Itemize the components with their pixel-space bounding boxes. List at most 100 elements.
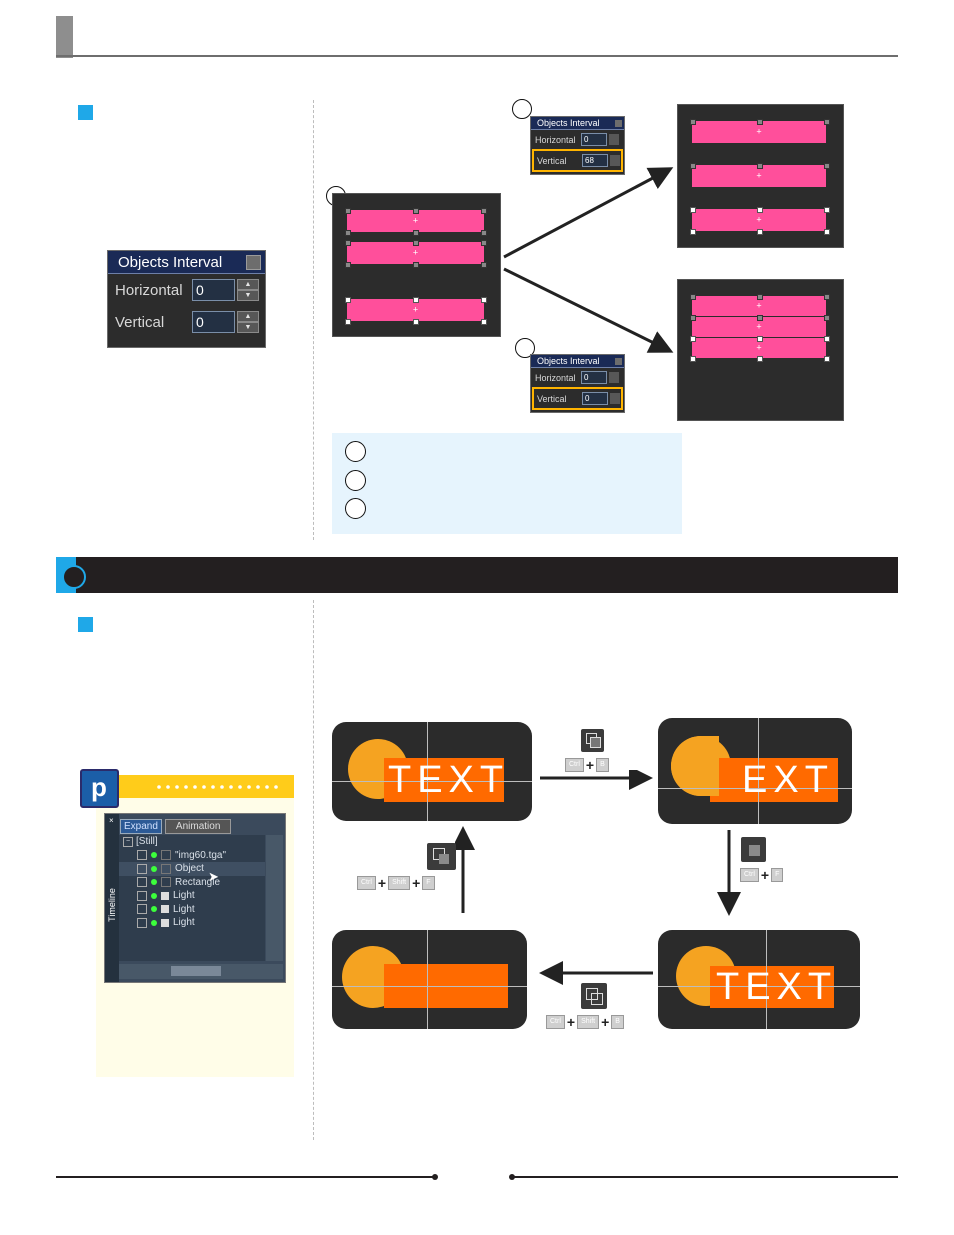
tree-row[interactable]: Object (119, 862, 265, 876)
spin-down-icon[interactable]: ▼ (237, 322, 259, 333)
horizontal-input[interactable]: 0 (581, 371, 607, 384)
spin-up-icon[interactable]: ▲ (237, 279, 259, 290)
tip-dots (157, 785, 278, 789)
visible-icon[interactable] (151, 919, 157, 926)
tree-row[interactable]: Light (119, 916, 265, 930)
tree-row[interactable]: Rectangle (119, 876, 265, 890)
close-icon[interactable]: × (109, 816, 114, 825)
spin-down-icon[interactable]: ▼ (237, 290, 259, 301)
spin-up-icon[interactable]: ▲ (237, 311, 259, 322)
dialog-collapse-button[interactable] (615, 357, 622, 365)
bring-forward-icon (581, 729, 604, 752)
visible-icon[interactable] (151, 852, 157, 859)
objects-interval-dialog: Objects Interval Horizontal 0 ▲ ▼ Vertic… (107, 250, 266, 348)
step-circle-3 (345, 498, 366, 519)
lock-icon[interactable] (161, 918, 169, 927)
horizontal-label: Horizontal (535, 372, 576, 383)
step-circle-1 (345, 441, 366, 462)
thumb-text: EXT (742, 759, 834, 801)
section-marker-square (78, 105, 93, 120)
orange-rect (384, 758, 504, 802)
app-logo-icon: p (80, 769, 119, 808)
vertical-input[interactable]: 0 (582, 392, 608, 405)
key: Ctrl (357, 876, 376, 890)
shortcut-bottom: Ctrl + Shift + B (546, 1015, 624, 1029)
visible-icon[interactable] (151, 865, 157, 872)
column-divider (313, 600, 314, 1140)
horizontal-spinner[interactable]: ▲ ▼ (237, 279, 259, 301)
pink-bar (347, 299, 484, 321)
tree-row-label: Object (175, 863, 204, 875)
spinner[interactable] (610, 393, 620, 404)
pink-bar (692, 317, 826, 337)
tab-animation[interactable]: Animation (164, 819, 232, 834)
mouse-cursor-icon: ➤ (208, 869, 219, 884)
tab-expand[interactable]: Expand (120, 819, 162, 834)
header-rule (56, 55, 898, 57)
horizontal-input[interactable]: 0 (192, 279, 235, 301)
dialog-title: Objects Interval (537, 356, 600, 366)
visible-icon[interactable] (151, 906, 157, 913)
shortcut-left: Ctrl + Shift + F (357, 876, 435, 890)
footer-dot-left (432, 1174, 438, 1180)
tree-row[interactable]: −[Still] (119, 835, 265, 849)
step-circle-3 (515, 338, 535, 358)
horizontal-scrollbar[interactable] (119, 964, 283, 979)
pink-bar (692, 338, 826, 358)
horizontal-input[interactable]: 0 (581, 133, 607, 146)
objects-interval-dialog-small: Objects Interval Horizontal 0 Vertical 6… (530, 116, 625, 175)
horizontal-label: Horizontal (115, 281, 183, 299)
timeline-panel: × Timeline Expand Animation −[Still] "im… (104, 813, 286, 983)
orange-rect (710, 758, 838, 802)
spinner[interactable] (609, 134, 619, 145)
dialog-collapse-button[interactable] (246, 254, 261, 270)
lock-icon[interactable] (161, 850, 171, 861)
tree-row[interactable]: Light (119, 903, 265, 917)
thumb-original: TEXT (332, 722, 532, 821)
vertical-spinner[interactable]: ▲ ▼ (237, 311, 259, 333)
vertical-input[interactable]: 68 (582, 154, 608, 167)
tree-row[interactable]: "img60.tga" (119, 849, 265, 863)
tree-row-label: [Still] (136, 836, 158, 848)
key: B (611, 1015, 624, 1029)
tree-row-label: Light (173, 917, 195, 929)
spinner[interactable] (609, 372, 619, 383)
key: Ctrl (546, 1015, 565, 1029)
lock-icon[interactable] (161, 891, 169, 900)
visible-icon[interactable] (151, 879, 157, 886)
lock-icon[interactable] (161, 877, 171, 888)
key: F (422, 876, 435, 890)
key: Ctrl (565, 758, 584, 772)
spinner[interactable] (610, 155, 620, 166)
thumb-text: TEXT (388, 759, 510, 801)
vertical-label: Vertical (115, 313, 165, 331)
bring-to-front-icon (741, 837, 766, 862)
key: Shift (577, 1015, 600, 1029)
tree-row[interactable]: Light (119, 889, 265, 903)
timeline-tree: −[Still] "img60.tga" Object Rectangle Li… (119, 835, 265, 961)
send-to-back-icon (427, 843, 456, 870)
section-marker-square (78, 617, 93, 632)
step-circle-2 (512, 99, 532, 119)
result-panel-spaced (677, 104, 844, 248)
vertical-input[interactable]: 0 (192, 311, 235, 333)
dialog-collapse-button[interactable] (615, 119, 622, 127)
footer-rule-left (56, 1176, 436, 1178)
key: Shift (388, 876, 411, 890)
dialog-title: Objects Interval (537, 118, 600, 128)
dialog-title: Objects Interval (118, 253, 223, 271)
lock-icon[interactable] (161, 863, 171, 874)
section-header-dot (62, 565, 86, 589)
visible-icon[interactable] (151, 892, 157, 899)
section-header-bar (56, 557, 898, 593)
pink-bar (692, 165, 826, 187)
lock-icon[interactable] (161, 905, 169, 914)
scroll-thumb[interactable] (171, 966, 221, 976)
timeline-sidebar: × Timeline (105, 814, 119, 982)
key: F (771, 868, 784, 882)
result-panel-stacked (677, 279, 844, 421)
vertical-scrollbar[interactable] (266, 835, 283, 961)
tip-header (111, 775, 294, 798)
pink-bar (347, 210, 484, 232)
footer-rule-right (512, 1176, 898, 1178)
